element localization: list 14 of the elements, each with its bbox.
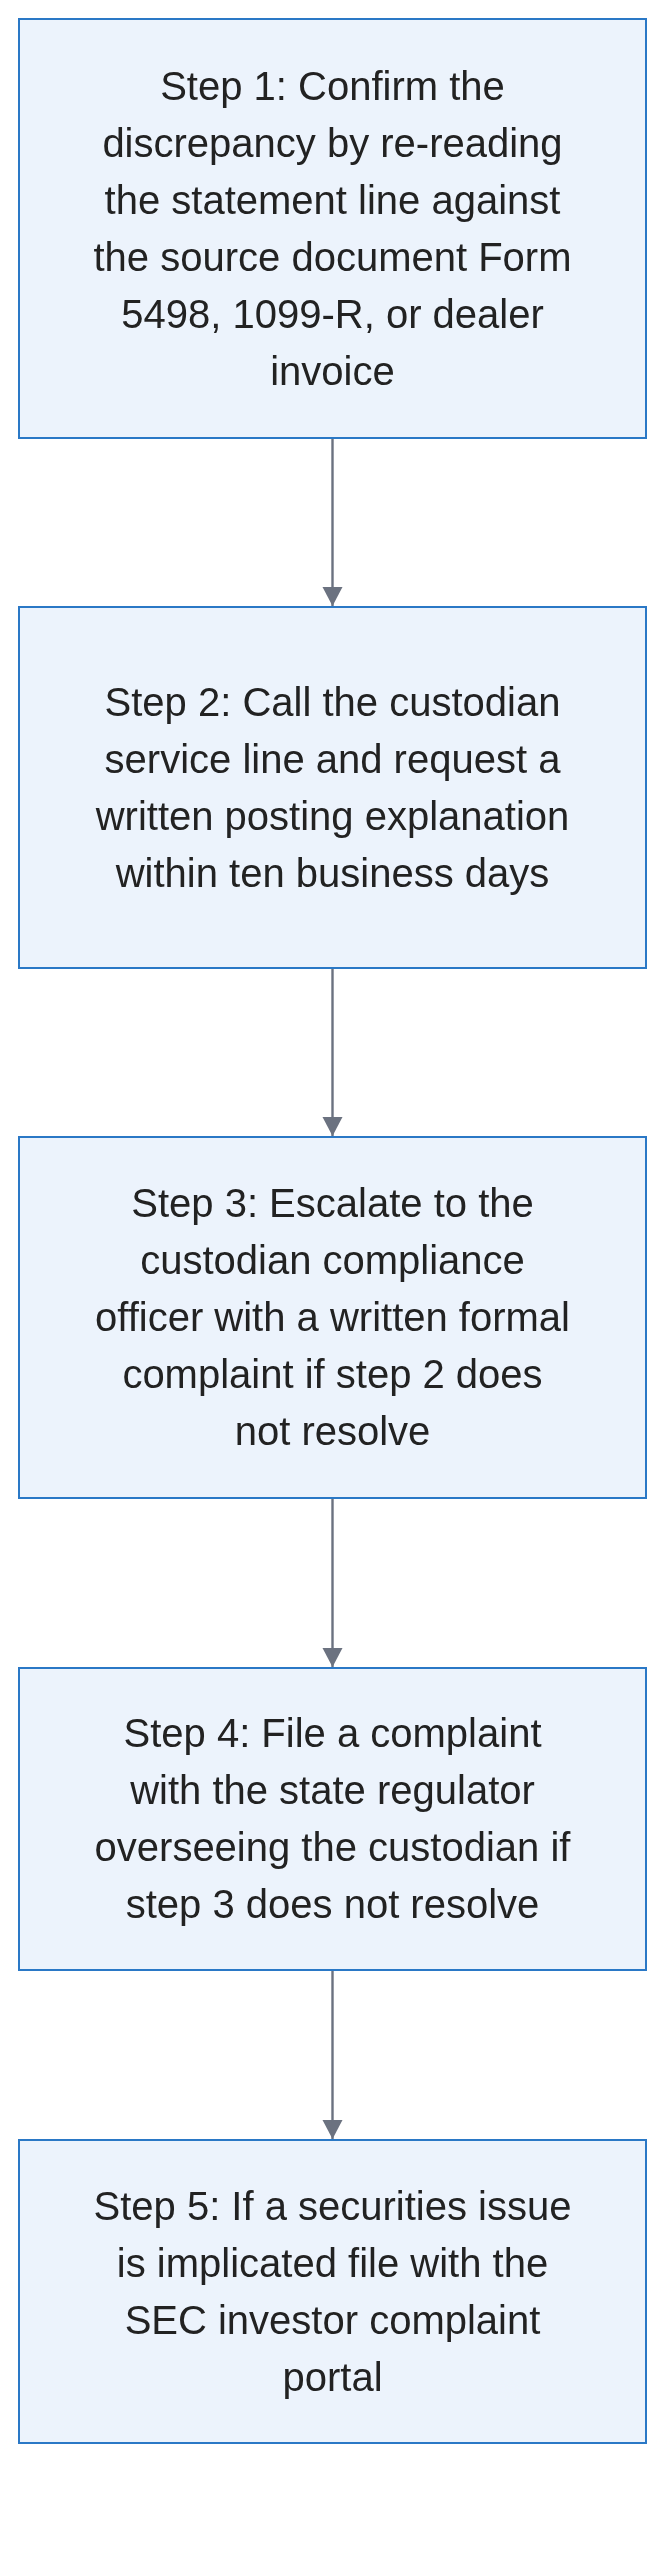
- arrow: [322, 969, 343, 1136]
- arrow: [322, 1971, 343, 2139]
- step-text: Step 5: If a securities issue is implicated file with the SEC investor complaint portal: [92, 2182, 573, 2401]
- process-box: [18, 2139, 647, 2444]
- process-box: [18, 18, 647, 439]
- process-box: [18, 1667, 647, 1971]
- step-text: Step 1: Confirm the discrepancy by re-reading the statement line against the source document Form 5498, 1099-R, or dealer invoice: [92, 62, 573, 395]
- step-text: Step 4: File a complaint with the state regulator overseeing the custodian if step 3 does not resolve: [93, 1710, 572, 1928]
- process-box: [18, 1136, 647, 1499]
- arrow: [322, 1499, 343, 1667]
- step-text: Step 3: Escalate to the custodian compliance officer with a written formal complaint if step 2 does not resolve: [94, 1180, 571, 1455]
- arrow: [322, 439, 343, 606]
- process-box: [18, 606, 647, 969]
- step-text: Step 2: Call the custodian service line and request a written posting explanation within ten business days: [94, 678, 571, 897]
